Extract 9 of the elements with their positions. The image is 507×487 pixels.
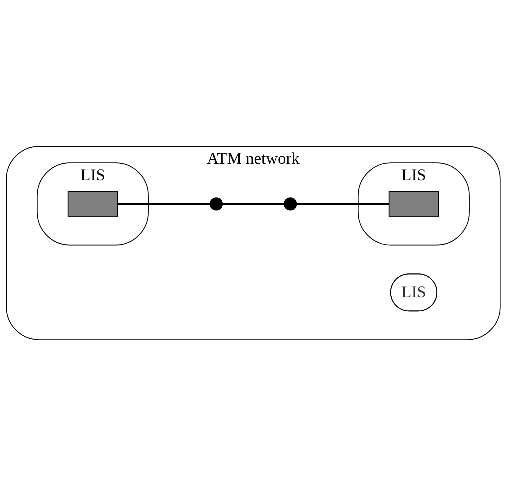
node-box	[68, 192, 118, 218]
connector	[118, 203, 210, 206]
connector	[222, 203, 284, 206]
node-circle	[210, 198, 224, 211]
cluster: LIS	[37, 162, 149, 246]
cluster: LIS	[358, 162, 470, 246]
node-circle	[284, 198, 298, 211]
node-box	[388, 192, 440, 218]
connector	[296, 203, 390, 206]
